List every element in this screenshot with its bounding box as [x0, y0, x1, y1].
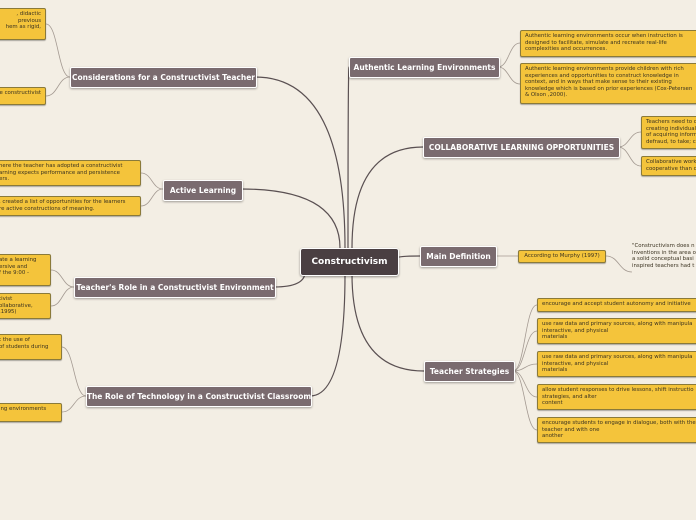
- central-topic[interactable]: Constructivism: [300, 248, 399, 276]
- connector: [512, 370, 538, 431]
- connector: [351, 273, 425, 372]
- connector: [512, 363, 538, 372]
- connector: [617, 131, 642, 148]
- topic-collaborative[interactable]: COLLABORATIVE LEARNING OPPORTUNITIES: [423, 137, 620, 158]
- leaf-collab-2[interactable]: Collaborative work cooperative than c: [641, 156, 696, 176]
- connector: [605, 255, 633, 273]
- connector: [347, 66, 350, 249]
- connector: [512, 370, 538, 398]
- topic-main-definition[interactable]: Main Definition: [420, 246, 497, 267]
- connector: [140, 188, 164, 207]
- connector: [50, 269, 75, 288]
- topic-authentic[interactable]: Authentic Learning Environments: [349, 57, 500, 78]
- leaf-strategy-1[interactable]: encourage and accept student autonomy an…: [537, 298, 696, 312]
- leaf-authentic-2[interactable]: Authentic learning environments provide …: [520, 63, 696, 104]
- leaf-tech-2[interactable]: ing environments: [0, 403, 62, 422]
- topic-technology[interactable]: The Role of Technology in a Constructivi…: [86, 386, 312, 407]
- connector: [240, 188, 341, 249]
- connector: [61, 395, 87, 413]
- connector: [45, 76, 71, 97]
- connector: [45, 23, 71, 78]
- leaf-considerations-1[interactable]: , didactic previous hem as rigid,: [0, 8, 46, 40]
- connector: [497, 66, 521, 85]
- topic-teachers-role[interactable]: Teacher's Role in a Constructivist Envir…: [74, 277, 276, 298]
- connector: [309, 273, 346, 397]
- topic-teacher-strategies[interactable]: Teacher Strategies: [424, 361, 515, 382]
- leaf-role-1[interactable]: ate a learning ersive and f the 9:00 -: [0, 254, 51, 286]
- leaf-active-1[interactable]: here the teacher has adopted a construct…: [0, 160, 141, 186]
- connector: [140, 172, 164, 190]
- leaf-strategy-5[interactable]: encourage students to engage in dialogue…: [537, 417, 696, 443]
- definition-quote: "Constructivism does n inventions in the…: [632, 243, 696, 269]
- connector: [512, 304, 538, 372]
- connector: [50, 286, 75, 307]
- connector: [617, 146, 642, 167]
- topic-active-learning[interactable]: Active Learning: [163, 180, 243, 201]
- connector: [254, 76, 346, 249]
- connector: [396, 255, 421, 259]
- leaf-authentic-1[interactable]: Authentic learning environments occur wh…: [520, 30, 696, 57]
- connector: [497, 42, 521, 68]
- leaf-active-2[interactable]: , created a list of opportunities for th…: [0, 196, 141, 216]
- leaf-strategy-4[interactable]: allow student responses to drive lessons…: [537, 384, 696, 410]
- leaf-considerations-2[interactable]: e constructivist: [0, 87, 46, 105]
- leaf-strategy-2[interactable]: use raw data and primary sources, along …: [537, 318, 696, 344]
- connector: [351, 146, 424, 249]
- leaf-role-2[interactable]: tivist ollaborative, ,1995): [0, 293, 51, 319]
- leaf-strategy-3[interactable]: use raw data and primary sources, along …: [537, 351, 696, 377]
- leaf-definition-source[interactable]: According to Murphy (1997): [518, 250, 606, 263]
- leaf-collab-1[interactable]: Teachers need to c creating individual o…: [641, 116, 696, 149]
- connector: [512, 330, 538, 372]
- connector: [61, 346, 87, 397]
- topic-considerations[interactable]: Considerations for a Constructivist Teac…: [70, 67, 257, 88]
- leaf-tech-1[interactable]: t the use of of students during: [0, 334, 62, 360]
